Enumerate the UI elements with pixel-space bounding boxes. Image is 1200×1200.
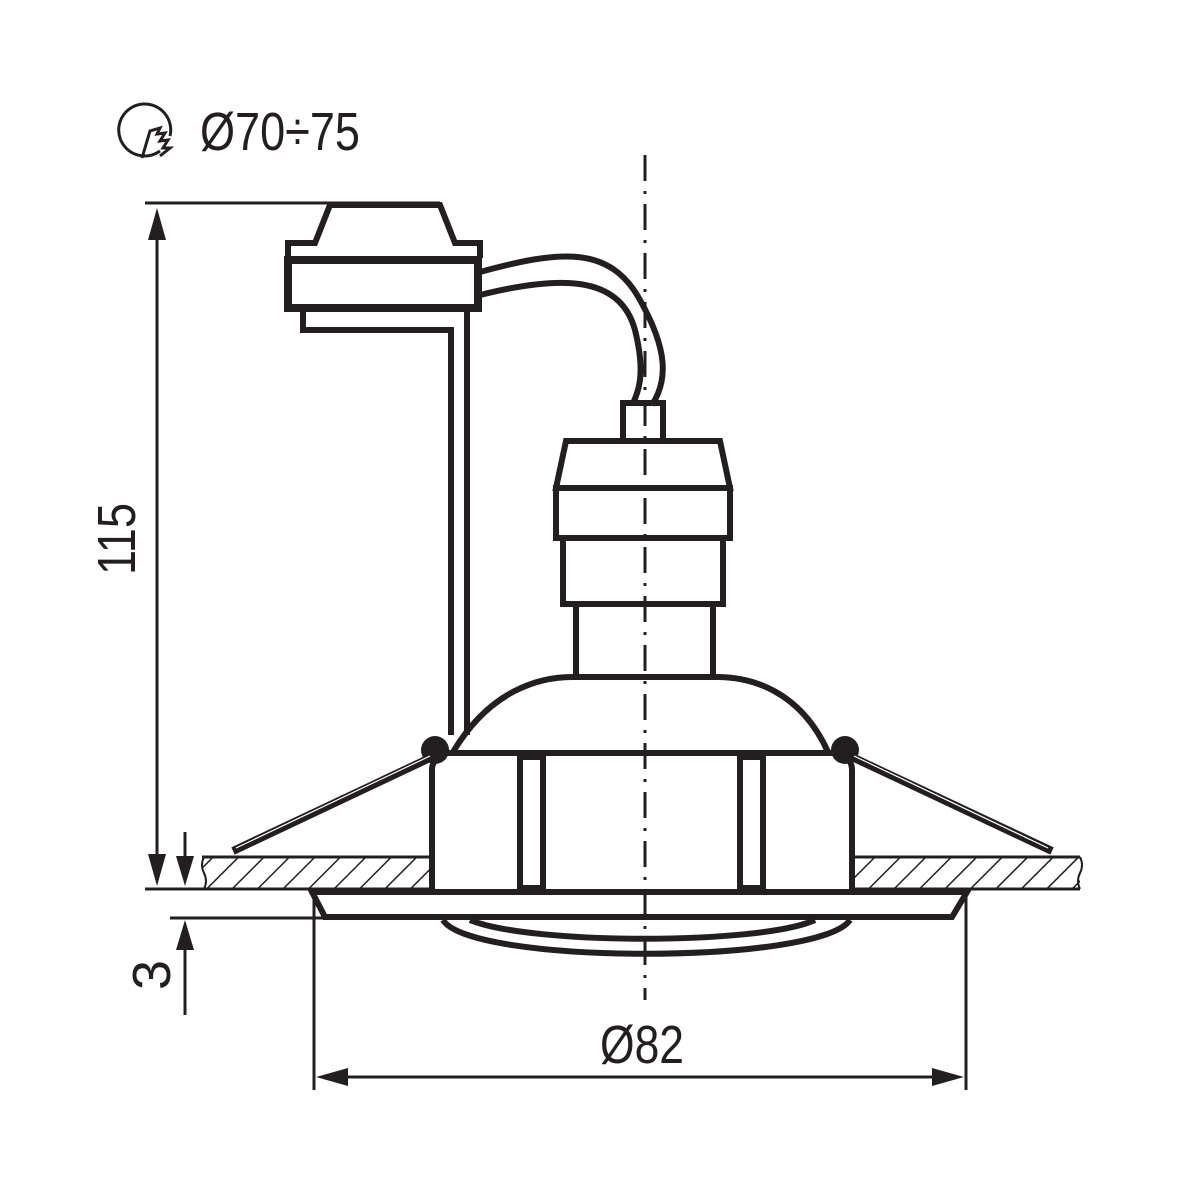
cutout-diameter-label: Ø70÷75 (200, 102, 360, 162)
cable (479, 253, 666, 407)
bezel-thickness-label: 3 (122, 960, 182, 990)
outer-diameter-dimension (312, 892, 968, 1090)
height-dimension (145, 201, 440, 886)
lamp-socket (552, 400, 734, 677)
height-dimension-label: 115 (87, 503, 147, 575)
connector-block (284, 202, 483, 735)
ceiling-panel (145, 855, 1083, 891)
housing-ring (429, 754, 855, 891)
housing-dome (432, 673, 850, 756)
spring-clip-left (231, 736, 449, 855)
bezel-thickness-dimension (170, 916, 325, 1015)
spring-clip-right (831, 736, 1054, 855)
cutout-hole-saw-icon (117, 102, 175, 159)
outer-diameter-label: Ø82 (600, 1015, 684, 1075)
bezel-flange (307, 889, 973, 920)
lens (440, 917, 853, 957)
